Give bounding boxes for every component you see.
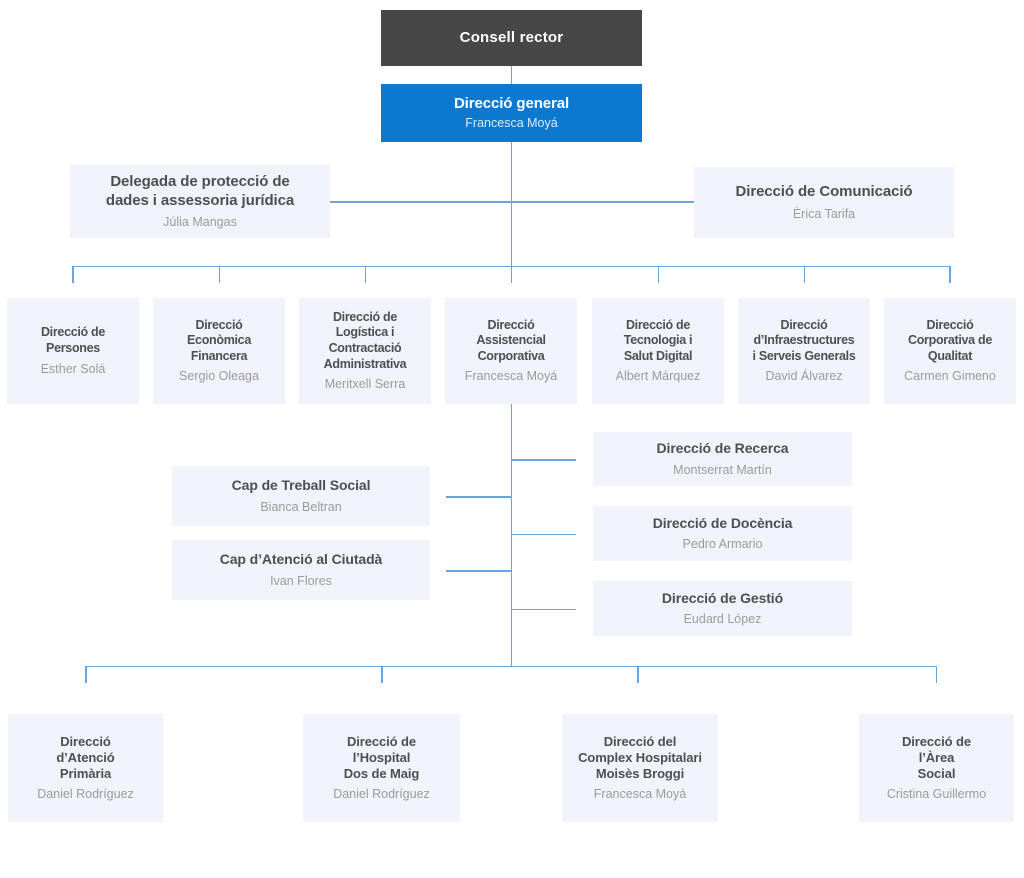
connector-assistencial-trunk	[510, 404, 512, 666]
org-box-direccio-persones: Direcció de Persones Esther Solá	[7, 298, 139, 404]
org-box-cap-treball-social: Cap de Treball Social Bianca Beltran	[172, 466, 430, 526]
org-box-direccio-general: Direcció general Francesca Moyá	[381, 84, 642, 142]
box-title: Direcció d’Infraestructures i Serveis Ge…	[752, 317, 856, 363]
box-title: Direcció de Logística i Contractació Adm…	[323, 309, 407, 371]
connector-row1-drop-5	[657, 265, 659, 283]
box-person: David Álvarez	[765, 369, 843, 384]
box-person: Èrica Tarifa	[792, 206, 856, 221]
box-title: Direcció del Complex Hospitalari Moisès …	[578, 733, 702, 782]
box-person: Cristina Guillermo	[886, 787, 987, 802]
org-box-direccio-hospital-dos-de-maig: Direcció de l’Hospital Dos de Maig Danie…	[303, 714, 460, 822]
connector-stub-atencio	[446, 570, 511, 572]
connector-row2-drop-2	[381, 665, 383, 683]
box-title: Direcció general	[453, 94, 570, 112]
connector-row1-drop-3	[364, 265, 366, 283]
org-box-direccio-corporativa-qualitat: Direcció Corporativa de Qualitat Carmen …	[884, 298, 1016, 404]
box-person: Eudard López	[683, 612, 762, 627]
connector-stub-docencia	[511, 533, 576, 535]
box-person: Pedro Armario	[682, 537, 763, 552]
box-person: Albert Márquez	[615, 369, 701, 384]
box-title: Direcció de Persones	[40, 325, 106, 355]
box-title: Direcció de Docència	[652, 514, 793, 531]
box-title: Direcció d’Atenció Primària	[56, 733, 115, 782]
box-title: Cap d’Atenció al Ciutadà	[219, 551, 383, 568]
box-title: Direcció Econòmica Financera	[187, 317, 251, 363]
org-box-direccio-comunicacio: Direcció de Comunicació Èrica Tarifa	[694, 167, 954, 238]
connector-row1-drop-1	[72, 265, 74, 283]
org-box-direccio-gestio: Direcció de Gestió Eudard López	[593, 581, 852, 636]
connector-row2-rail	[85, 665, 937, 667]
box-person: Bianca Beltran	[260, 499, 342, 514]
org-box-direccio-infraestructures-serveis: Direcció d’Infraestructures i Serveis Ge…	[738, 298, 870, 404]
org-box-direccio-tecnologia-salut-digital: Direcció de Tecnologia i Salut Digital A…	[592, 298, 724, 404]
box-title: Direcció de Gestió	[661, 589, 784, 606]
org-box-direccio-area-social: Direcció de l’Àrea Social Cristina Guill…	[859, 714, 1014, 822]
box-person: Montserrat Martín	[673, 462, 772, 477]
connector-stub-gestio	[511, 608, 576, 610]
box-title: Direcció Assistencial Corporativa	[476, 317, 546, 363]
org-box-delegada-proteccio-dades: Delegada de protecció de dades i assesso…	[70, 165, 330, 238]
box-title: Direcció de Comunicació	[735, 183, 913, 201]
box-person: Daniel Rodríguez	[333, 787, 430, 802]
box-title: Cap de Treball Social	[231, 477, 371, 494]
org-box-direccio-recerca: Direcció de Recerca Montserrat Martín	[593, 432, 852, 486]
box-title: Direcció de l’Àrea Social	[902, 733, 971, 782]
box-person: Meritxell Serra	[324, 377, 406, 392]
connector-row2-drop-4	[935, 665, 937, 683]
connector-row1-drop-7	[949, 265, 951, 283]
box-title: Direcció de Recerca	[656, 440, 789, 457]
box-title: Direcció Corporativa de Qualitat	[907, 317, 992, 363]
box-person: Daniel Rodríguez	[37, 787, 134, 802]
box-person: Júlia Mangas	[163, 215, 237, 230]
org-box-direccio-atencio-primaria: Direcció d’Atenció Primària Daniel Rodrí…	[8, 714, 163, 822]
connector-row1-drop-4	[510, 265, 512, 283]
box-title: Direcció de l’Hospital Dos de Maig	[343, 733, 420, 782]
org-box-direccio-assistencial-corporativa: Direcció Assistencial Corporativa France…	[445, 298, 577, 404]
connector-general-row1	[510, 142, 512, 266]
org-box-direccio-economica-financera: Direcció Econòmica Financera Sergio Olea…	[153, 298, 285, 404]
box-person: Carmen Gimeno	[904, 369, 996, 384]
connector-row2-drop-3	[637, 665, 639, 683]
box-title: Direcció de Tecnologia i Salut Digital	[623, 317, 693, 363]
box-person: Sergio Oleaga	[179, 369, 259, 384]
connector-row1-drop-6	[803, 265, 805, 283]
connector-row1-drop-2	[218, 265, 220, 283]
box-title: Consell rector	[459, 28, 564, 46]
box-person: Esther Solá	[40, 361, 106, 376]
connector-root-general	[510, 66, 512, 84]
org-box-consell-rector: Consell rector	[381, 10, 642, 66]
connector-stub-recerca	[511, 459, 576, 461]
connector-stub-treball	[446, 496, 511, 498]
box-person: Francesca Moyá	[464, 369, 558, 384]
connector-row2-drop-1	[85, 665, 87, 683]
org-box-direccio-complex-moises-broggi: Direcció del Complex Hospitalari Moisès …	[562, 714, 718, 822]
box-person: Francesca Moyá	[465, 116, 558, 131]
box-person: Ivan Flores	[270, 573, 332, 588]
connector-staff	[330, 201, 694, 203]
box-person: Francesca Moyá	[593, 787, 687, 802]
org-box-direccio-logistica-contractacio: Direcció de Logística i Contractació Adm…	[299, 298, 431, 404]
org-box-direccio-docencia: Direcció de Docència Pedro Armario	[593, 506, 852, 561]
box-title: Delegada de protecció de dades i assesso…	[105, 172, 295, 209]
org-box-cap-atencio-ciutada: Cap d’Atenció al Ciutadà Ivan Flores	[172, 540, 430, 600]
